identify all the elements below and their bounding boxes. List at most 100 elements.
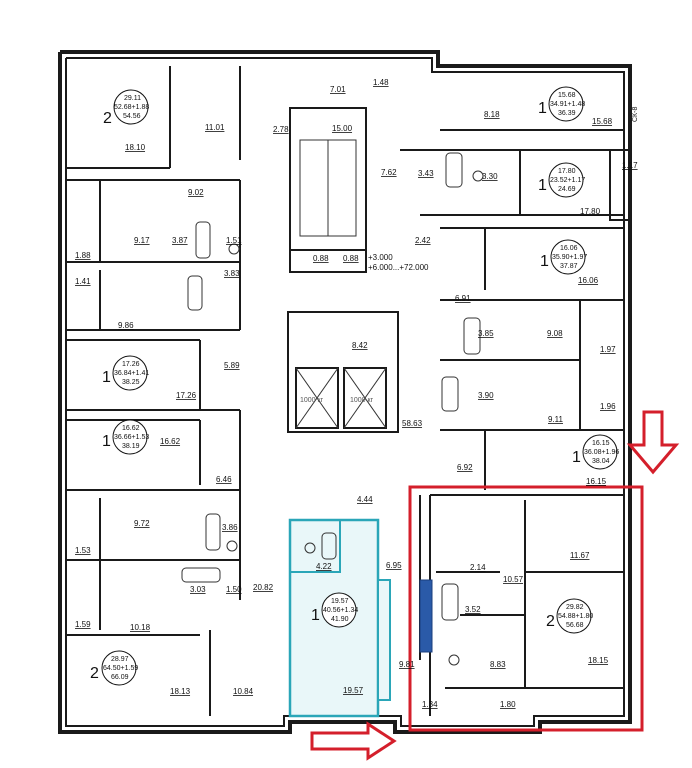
area-label: 9.81 xyxy=(399,660,415,669)
area-label: 3.52 xyxy=(465,605,481,614)
area-label: 6.46 xyxy=(216,475,232,484)
area-label: 10.84 xyxy=(233,687,254,696)
area-label: 11.01 xyxy=(205,123,225,132)
sum-area: 41.90 xyxy=(331,616,349,623)
apartment-marker-3[interactable]: 1 16.62 36.66+1.53 38.19 xyxy=(102,419,149,455)
area-label: 0.88 xyxy=(343,254,359,263)
sum-area: 24.69 xyxy=(558,186,576,193)
apartment-marker-4[interactable]: 2 28.97 64.50+1.59 66.09 xyxy=(90,650,138,686)
area-label: 1.88 xyxy=(75,251,91,260)
lift-label: 1000 кг xyxy=(300,397,324,404)
area-label: 2.14 xyxy=(470,563,486,572)
area-label: 17.80 xyxy=(580,207,601,216)
area-label: 7.01 xyxy=(330,85,346,94)
elevation-label: +6.000...+72.000 xyxy=(368,263,429,272)
total-area: 40.56+1.34 xyxy=(323,607,358,614)
living-area: 17.26 xyxy=(122,361,140,368)
area-label: 3.43 xyxy=(418,169,434,178)
apartment-marker-1[interactable]: 2 29.11 52.68+1.88 54.56 xyxy=(103,89,149,127)
area-label: 4.22 xyxy=(316,562,332,571)
area-label: 0.88 xyxy=(313,254,329,263)
area-label: 18.13 xyxy=(170,687,191,696)
total-area: 36.08+1.96 xyxy=(584,449,619,456)
area-label: 18.10 xyxy=(125,143,146,152)
area-label: 17.26 xyxy=(176,391,197,400)
area-label: 1.50 xyxy=(226,585,242,594)
area-label: 19.57 xyxy=(343,686,364,695)
area-label: 1.53 xyxy=(75,546,91,555)
fixtures xyxy=(181,152,484,666)
room-count: 1 xyxy=(538,100,547,117)
apartment-marker-6[interactable]: 1 17.80 23.52+1.17 24.69 xyxy=(538,162,585,198)
lift-label: 1000 кг xyxy=(350,397,374,404)
area-label: 1.41 xyxy=(75,277,91,286)
area-label: 3.83 xyxy=(224,269,240,278)
sum-area: 38.25 xyxy=(122,379,140,386)
area-label: 1.59 xyxy=(75,620,91,629)
room-count: 1 xyxy=(311,607,320,624)
area-label: 9.11 xyxy=(548,415,564,424)
sum-area: 56.68 xyxy=(566,622,584,629)
apartment-marker-5[interactable]: 1 15.68 34.91+1.48 36.39 xyxy=(538,86,585,122)
sum-area: 66.09 xyxy=(111,674,129,681)
area-label: 8.83 xyxy=(490,660,506,669)
room-count: 1 xyxy=(102,433,111,450)
living-area: 19.57 xyxy=(331,598,349,605)
area-label: 9.17 xyxy=(134,236,150,245)
apartment-marker-8[interactable]: 1 16.15 36.08+1.96 38.04 xyxy=(572,434,619,470)
area-label: 8.42 xyxy=(352,341,368,350)
sum-area: 38.19 xyxy=(122,443,140,450)
area-label: 58.63 xyxy=(402,419,423,428)
apartment-marker-7[interactable]: 1 16.06 35.90+1.97 37.87 xyxy=(540,239,587,275)
living-area: 15.68 xyxy=(558,92,576,99)
apartment-marker-10-highlighted[interactable]: 2 29.82 54.88+1.80 56.68 xyxy=(546,598,593,634)
area-label: 5.89 xyxy=(224,361,240,370)
area-label: 2.42 xyxy=(415,236,431,245)
outer-walls xyxy=(58,50,632,734)
total-area: 23.52+1.17 xyxy=(550,177,585,184)
area-label: 16.62 xyxy=(160,437,181,446)
area-label: 9.08 xyxy=(547,329,563,338)
area-label: 1.80 xyxy=(500,700,516,709)
living-area: 29.11 xyxy=(124,95,141,102)
total-area: 52.68+1.88 xyxy=(114,104,149,111)
total-area: 36.66+1.53 xyxy=(114,434,149,441)
area-label: 6.91 xyxy=(455,294,471,303)
room-count: 1 xyxy=(572,449,581,466)
arrow-down-icon xyxy=(626,410,680,475)
area-label: 3.90 xyxy=(478,391,494,400)
area-label: 6.92 xyxy=(457,463,473,472)
area-label: 3.30 xyxy=(482,172,498,181)
living-area: 28.97 xyxy=(111,656,129,663)
sum-area: 37.87 xyxy=(560,263,578,270)
area-label: 16.06 xyxy=(578,276,599,285)
side-code-label: СК-8 xyxy=(632,107,639,122)
area-label: 3.85 xyxy=(478,329,494,338)
sum-area: 36.39 xyxy=(558,110,576,117)
area-label: 18.15 xyxy=(588,656,609,665)
total-area: 34.91+1.48 xyxy=(550,101,585,108)
room-area-labels: 7.01 15.00 1.48 2.78 11.01 18.10 9.02 9.… xyxy=(75,78,638,709)
area-label: 9.02 xyxy=(188,188,204,197)
total-area: 36.84+1.41 xyxy=(114,370,149,377)
room-count: 1 xyxy=(540,253,549,270)
sum-area: 54.56 xyxy=(123,113,141,120)
selected-apartment-outline[interactable] xyxy=(288,518,433,718)
area-label: 1.48 xyxy=(373,78,389,87)
apartment-marker-9-selected[interactable]: 1 19.57 40.56+1.34 41.90 xyxy=(311,592,358,628)
area-label: 1.17 xyxy=(622,161,638,170)
sum-area: 38.04 xyxy=(592,458,610,465)
elevation-label: +3.000 xyxy=(368,253,393,262)
area-label: 10.57 xyxy=(503,575,524,584)
area-label: 16.15 xyxy=(586,477,607,486)
total-area: 54.88+1.80 xyxy=(558,613,593,620)
area-label: 11.67 xyxy=(570,551,590,560)
area-label: 1.51 xyxy=(226,236,242,245)
area-label: 6.95 xyxy=(386,561,402,570)
room-count: 1 xyxy=(538,177,547,194)
apartment-marker-2[interactable]: 1 17.26 36.84+1.41 38.25 xyxy=(102,355,149,391)
room-count: 2 xyxy=(103,110,112,127)
area-label: 15.68 xyxy=(592,117,613,126)
area-label: 20.82 xyxy=(253,583,274,592)
area-label: 1.34 xyxy=(422,700,438,709)
